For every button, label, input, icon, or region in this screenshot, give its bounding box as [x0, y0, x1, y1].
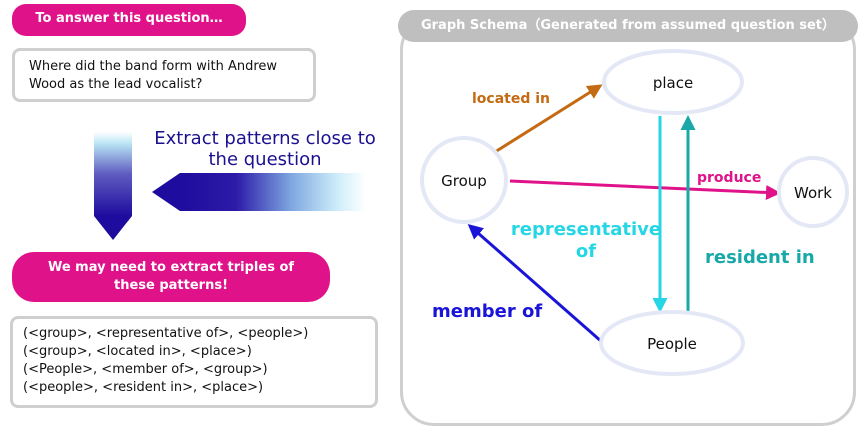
- down-arrow-head: [94, 216, 132, 240]
- edge-member-of: [467, 224, 603, 344]
- node-group-label: Group: [441, 172, 487, 190]
- node-place-label: place: [653, 74, 693, 92]
- triple-item: (<People>, <member of>, <group>): [23, 362, 268, 377]
- label-representative-of-1: representative: [511, 219, 661, 240]
- schema-title: Graph Schema（Generated from assumed ques…: [398, 10, 858, 42]
- label-member-of: member of: [432, 301, 542, 322]
- question-header: To answer this question…: [12, 4, 246, 36]
- edge-produce: [509, 179, 781, 200]
- node-work-label: Work: [794, 184, 832, 202]
- node-people-label: People: [647, 335, 697, 353]
- label-resident-in: resident in: [705, 247, 815, 268]
- triple-item: (<people>, <resident in>, <place>): [23, 380, 264, 395]
- triple-item: (<group>, <located in>, <place>): [23, 344, 252, 359]
- triples-box: (<group>, <representative of>, <people>)…: [10, 316, 378, 408]
- edge-located-in: [494, 84, 603, 154]
- node-place: place: [602, 49, 744, 115]
- node-group: Group: [420, 136, 508, 224]
- question-box: Where did the band form with Andrew Wood…: [12, 48, 316, 102]
- left-arrow-shaft: [180, 173, 366, 211]
- triple-item: (<group>, <representative of>, <people>): [23, 326, 309, 341]
- label-located-in: located in: [472, 91, 550, 107]
- down-arrow-shaft: [94, 132, 132, 216]
- triples-header: We may need to extract triples of these …: [12, 252, 330, 302]
- node-people: People: [599, 310, 745, 376]
- left-arrow-head: [152, 173, 180, 211]
- extract-patterns-label: Extract patterns close to the question: [154, 128, 376, 170]
- label-representative-of-2: of: [576, 241, 596, 262]
- node-work: Work: [777, 156, 849, 228]
- label-produce: produce: [697, 170, 761, 186]
